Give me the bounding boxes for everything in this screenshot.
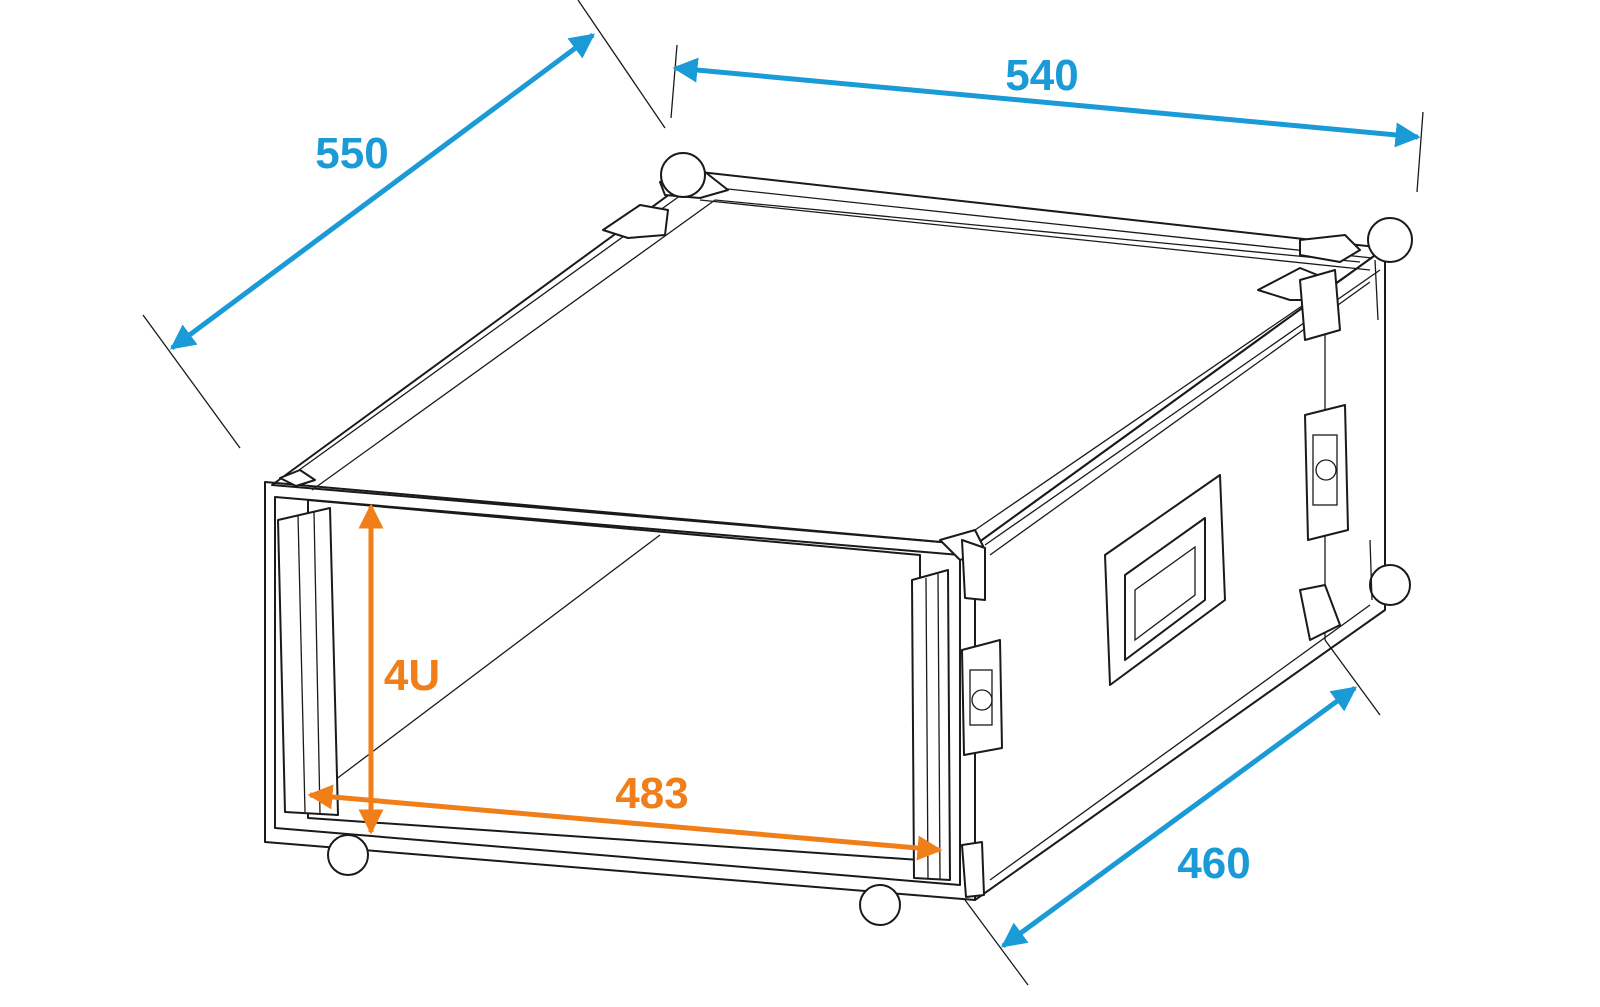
width-arrow <box>672 57 1421 148</box>
dimension-height: 460 <box>1000 685 1358 949</box>
height-arrow <box>1000 685 1358 949</box>
rack-width-arrow <box>307 784 943 861</box>
rack-units-label: 4U <box>384 651 440 700</box>
depth-label: 550 <box>315 129 388 178</box>
rack-rail-right <box>911 569 951 881</box>
depth-arrow <box>169 32 596 351</box>
top-inner-edge-left <box>311 199 1361 491</box>
dimension-depth: 550 <box>169 32 596 351</box>
front-latch <box>961 639 1003 756</box>
dimension-rack-units: 4U <box>358 503 440 835</box>
side-handle <box>1104 474 1226 686</box>
case-front-opening <box>274 496 961 886</box>
dimension-width: 540 <box>672 51 1421 148</box>
height-label: 460 <box>1177 839 1250 888</box>
rack-case-outline <box>264 152 1413 926</box>
width-label: 540 <box>1005 51 1078 100</box>
rear-latch <box>1304 404 1349 541</box>
rack-width-label: 483 <box>615 769 688 818</box>
case-front-frame <box>264 481 976 901</box>
dimension-rack-width: 483 <box>307 769 943 861</box>
rack-rail-left <box>277 507 339 816</box>
